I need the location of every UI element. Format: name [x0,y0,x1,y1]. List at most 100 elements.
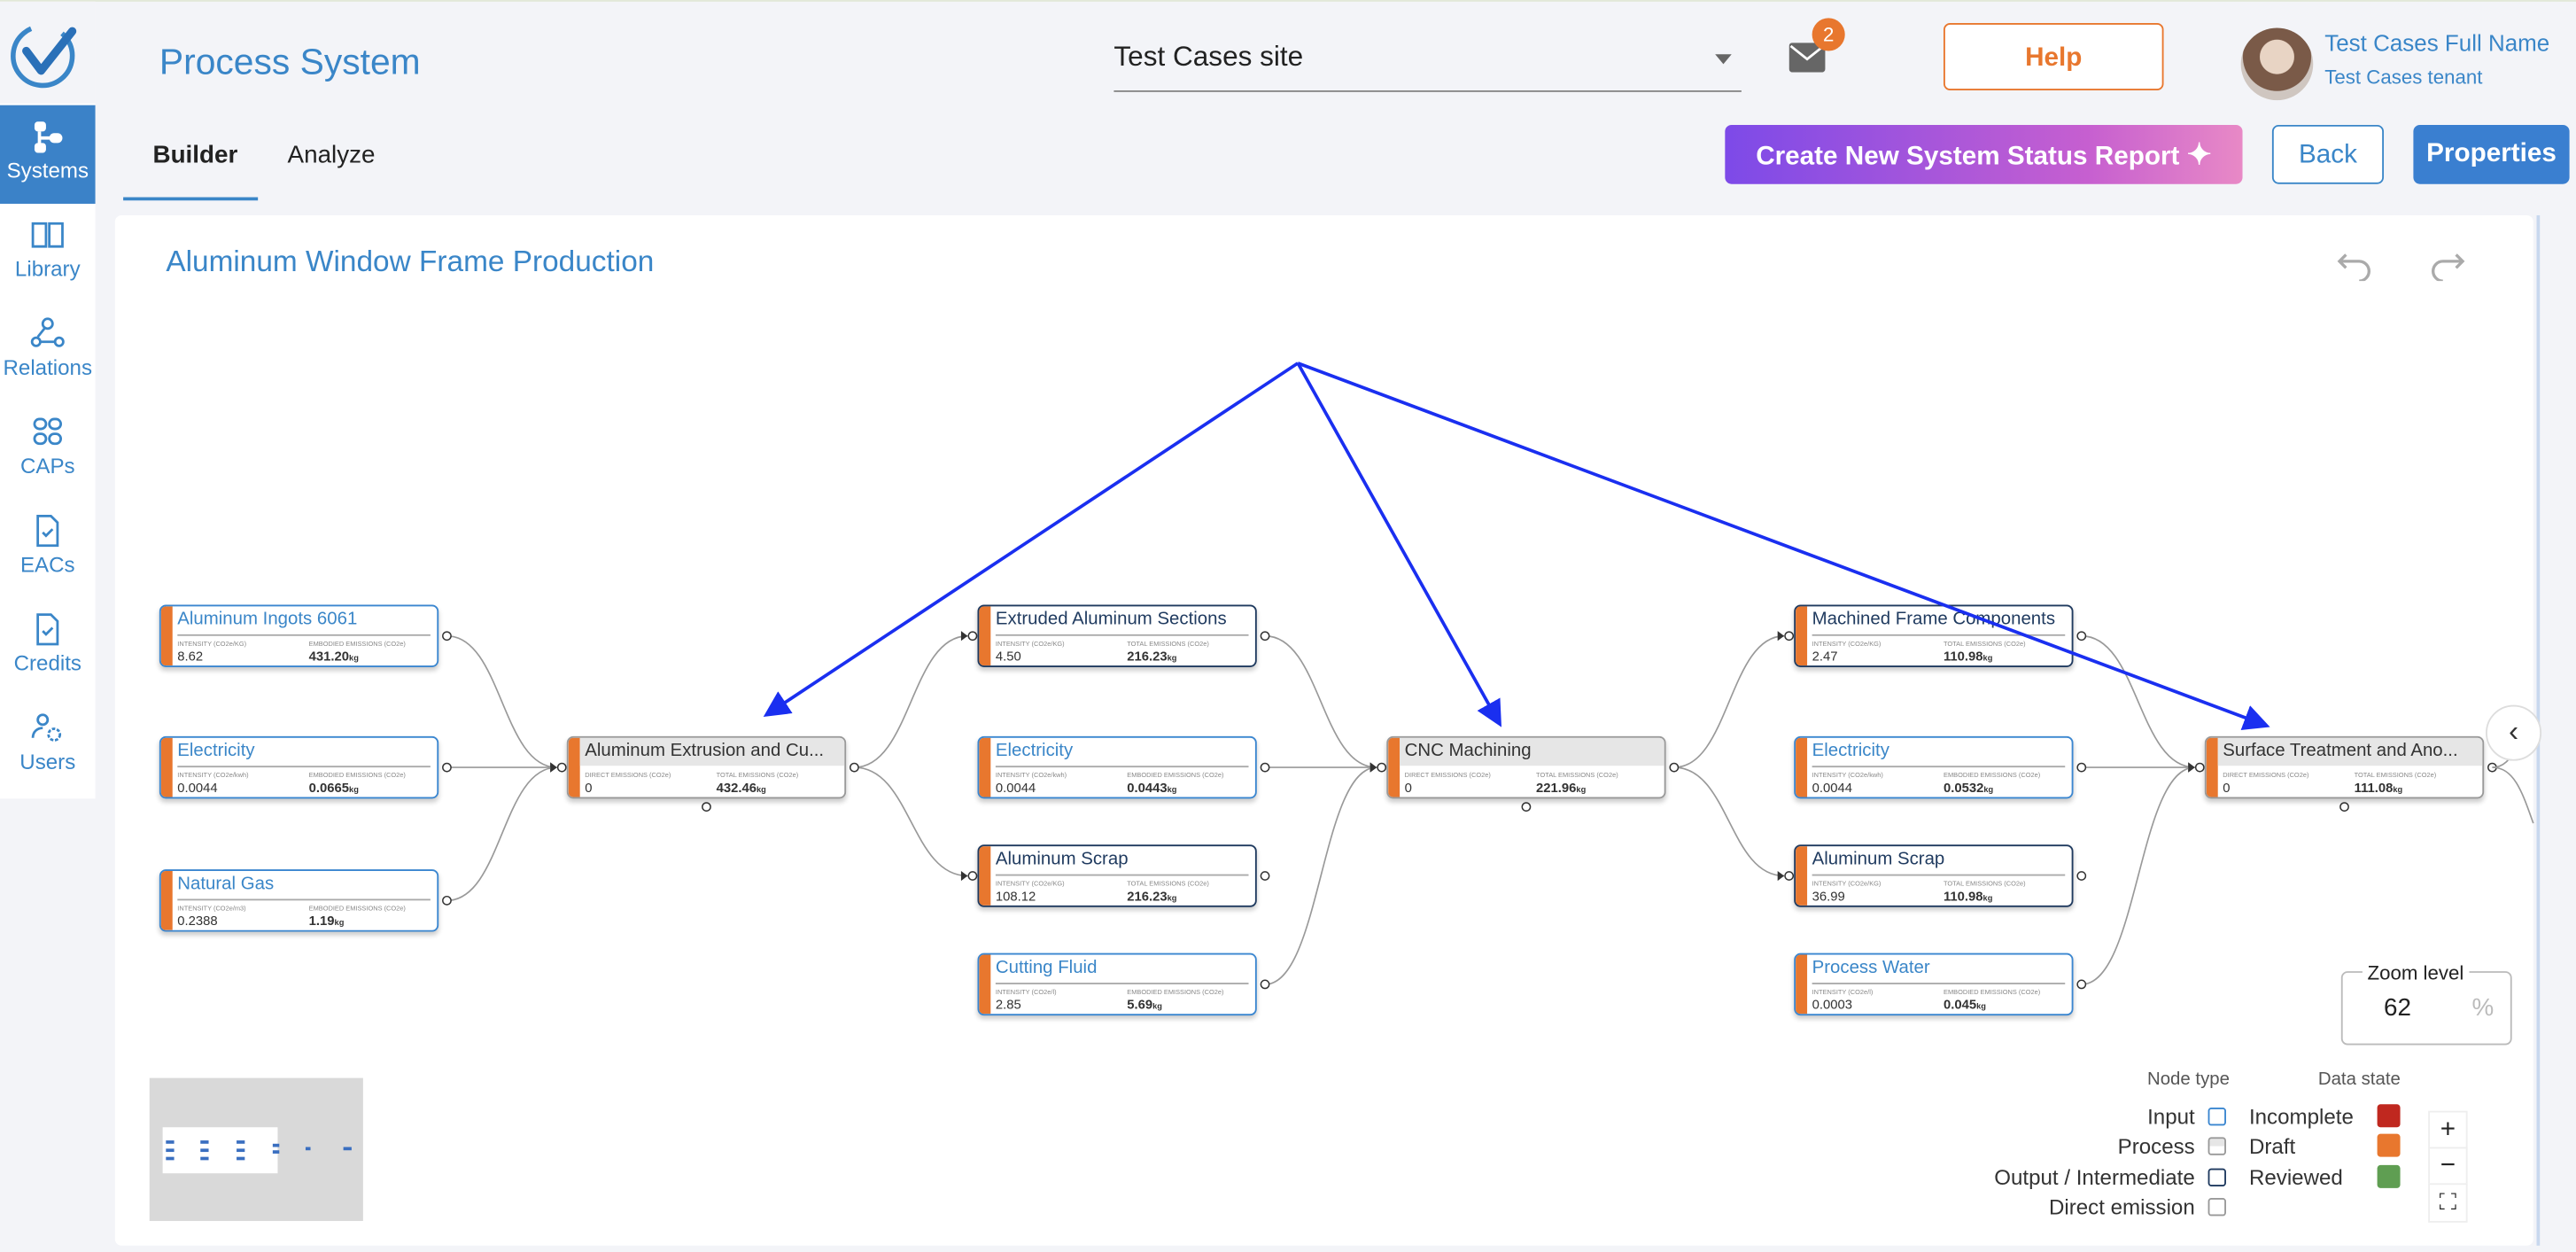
sidebar-item-users[interactable]: Users [0,696,96,795]
legend-output: Output / Intermediate [1994,1164,2195,1190]
redo-icon[interactable] [2426,248,2466,282]
tab-builder[interactable]: Builder [152,141,238,170]
emission-port[interactable] [1521,802,1532,812]
back-button[interactable]: Back [2271,124,2385,184]
zoom-in-button[interactable]: + [2428,1110,2468,1151]
output-port[interactable] [1260,631,1270,642]
sidebar-item-relations[interactable]: Relations [0,302,96,400]
edge[interactable] [854,634,968,768]
edge[interactable] [446,766,557,902]
input-node[interactable]: Natural Gas INTENSITY (CO2e/m3) EMBODIED… [159,869,439,932]
tenant-name[interactable]: Test Cases tenant [2324,66,2483,89]
create-status-report-button[interactable]: Create New System Status Report ✦ [1725,124,2243,184]
input-port[interactable] [967,631,978,642]
create-status-report-label: Create New System Status Report [1756,143,2180,171]
input-node[interactable]: Electricity INTENSITY (CO2e/kwh) EMBODIE… [159,735,439,799]
input-port[interactable] [967,871,978,881]
mail-button[interactable] [1788,43,1826,81]
sidebar-item-library[interactable]: Library [0,204,96,302]
input-node[interactable]: Aluminum Ingots 6061 INTENSITY (CO2e/KG)… [159,604,439,667]
direct-emission-swatch-icon [2207,1198,2226,1217]
edge[interactable] [1673,634,1785,768]
document-check-icon [36,514,59,548]
edge[interactable] [1265,766,1377,985]
app-logo[interactable] [0,1,96,104]
node-title: Process Water [1812,958,1930,978]
sidebar-item-caps[interactable]: CAPs [0,401,96,500]
tab-analyze[interactable]: Analyze [287,141,376,170]
node-value-2-number: 110.98 [1943,649,1983,665]
edge[interactable] [2081,634,2195,768]
zoom-level-field[interactable]: Zoom level 62 % [2340,960,2512,1046]
zoom-out-button[interactable]: − [2428,1147,2468,1187]
process-node[interactable]: Aluminum Extrusion and Cu... DIRECT EMIS… [566,735,847,799]
process-node[interactable]: CNC Machining DIRECT EMISSIONS (CO2e) TO… [1386,735,1666,799]
sidebar-item-credits[interactable]: Credits [0,598,96,696]
input-port[interactable] [556,762,567,773]
legend-node-type-title: Node type [2146,1069,2230,1090]
output-node[interactable]: Aluminum Scrap INTENSITY (CO2e/KG) TOTAL… [977,844,1257,907]
output-port[interactable] [442,895,452,906]
undo-icon[interactable] [2336,248,2376,282]
node-divider [177,898,431,901]
output-port[interactable] [1260,871,1270,881]
sidebar-item-label: Library [14,256,81,282]
sidebar-item-eacs[interactable]: EACs [0,500,96,598]
output-node[interactable]: Machined Frame Components INTENSITY (CO2… [1794,604,2074,667]
node-value-2-number: 0.0532 [1943,780,1984,796]
grid-icon [33,417,63,446]
fit-view-button[interactable] [2428,1183,2468,1223]
node-divider [1812,766,2066,768]
output-port[interactable] [1669,762,1680,773]
node-title: Electricity [995,741,1074,761]
legend-incomplete: Incomplete [2248,1104,2354,1130]
edge[interactable] [2081,766,2195,985]
collapse-panel-button[interactable]: ‹ [2486,704,2542,761]
help-button[interactable]: Help [1943,22,2164,91]
output-port[interactable] [850,762,859,773]
process-node[interactable]: Surface Treatment and Ano... DIRECT EMIS… [2204,735,2485,799]
node-unit: kg [1982,654,1993,665]
output-node[interactable]: Aluminum Scrap INTENSITY (CO2e/KG) TOTAL… [1794,844,2074,907]
draft-status-strip [1796,846,1808,906]
node-value-2: 110.98kg [1944,649,1992,665]
properties-button[interactable]: Properties [2413,124,2570,184]
input-port[interactable] [2194,762,2205,773]
output-port[interactable] [2076,979,2087,990]
input-node[interactable]: Cutting Fluid INTENSITY (CO2e/l) EMBODIE… [977,953,1257,1016]
output-port[interactable] [2076,631,2087,642]
node-value-1: 4.50 [995,649,1021,665]
input-port[interactable] [1377,762,1387,773]
input-node[interactable]: Electricity INTENSITY (CO2e/kwh) EMBODIE… [1794,735,2074,799]
output-port[interactable] [442,762,452,773]
emission-port[interactable] [2339,802,2349,812]
input-port[interactable] [1784,631,1795,642]
node-value-2: 432.46kg [717,781,766,796]
edge[interactable] [1265,634,1377,768]
sidebar-item-label: Systems [6,158,89,183]
edge[interactable] [854,766,968,877]
avatar[interactable] [2240,27,2314,101]
draft-status-strip [160,870,173,930]
node-label-1: INTENSITY (CO2e/KG) [995,639,1065,648]
user-name[interactable]: Test Cases Full Name [2324,29,2550,57]
zoom-level-value[interactable]: 62 [2384,994,2411,1023]
edge[interactable] [1673,766,1785,877]
output-port[interactable] [2076,762,2087,773]
output-port[interactable] [1260,979,1270,990]
output-port[interactable] [442,631,452,642]
site-select[interactable]: Test Cases site [1113,31,1742,92]
node-divider [1812,874,2066,876]
edge[interactable] [446,634,557,768]
node-unit: kg [1976,1002,1986,1013]
emission-port[interactable] [702,802,711,812]
sidebar-item-systems[interactable]: Systems [0,105,96,204]
node-title: Aluminum Scrap [1812,849,1945,870]
output-node[interactable]: Extruded Aluminum Sections INTENSITY (CO… [977,604,1257,667]
output-port[interactable] [1260,762,1270,773]
input-port[interactable] [1784,871,1795,881]
input-node[interactable]: Electricity INTENSITY (CO2e/kwh) EMBODIE… [977,735,1257,799]
input-node[interactable]: Process Water INTENSITY (CO2e/l) EMBODIE… [1794,953,2074,1016]
output-port[interactable] [2076,871,2087,881]
minimap[interactable] [149,1077,363,1221]
